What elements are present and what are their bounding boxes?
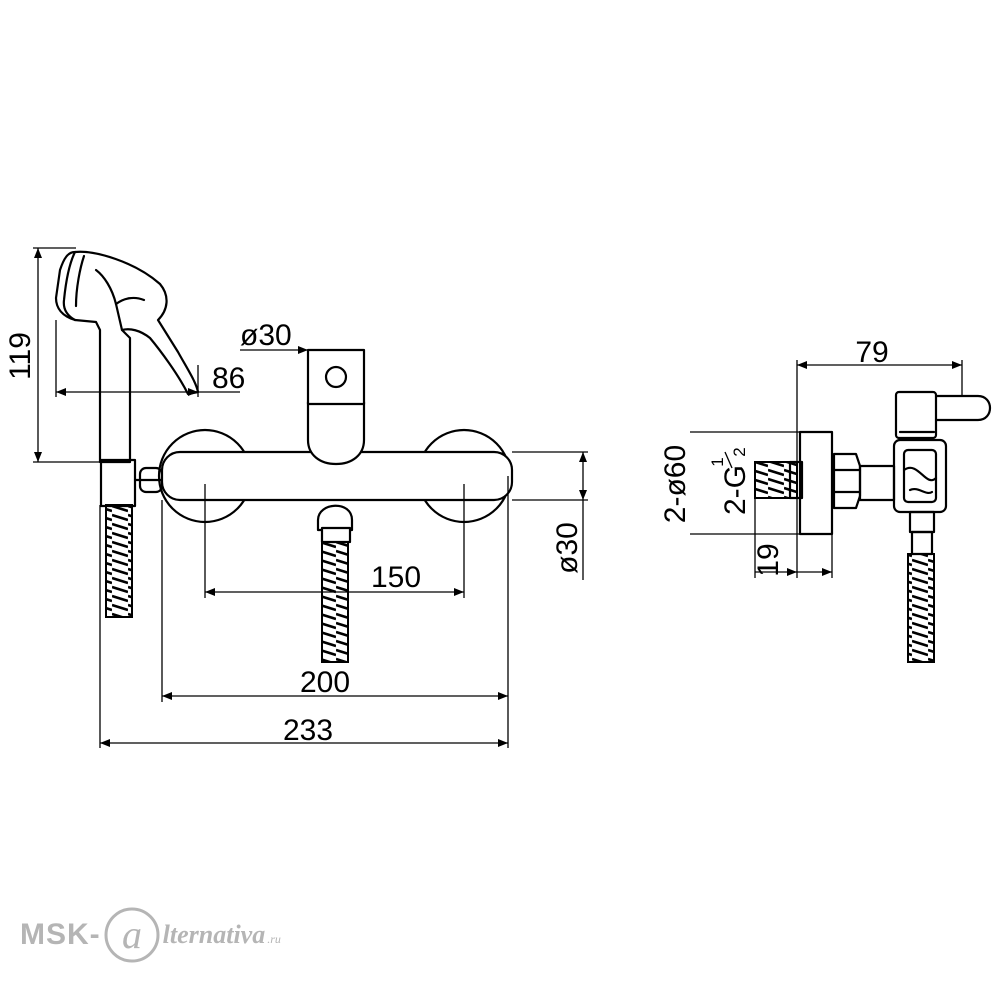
- side-body: [892, 438, 948, 514]
- dim-body-d30: ø30: [551, 522, 584, 574]
- side-flange: [798, 430, 834, 536]
- watermark-suffix: lternativa: [162, 920, 266, 949]
- dim-200: 200: [300, 666, 350, 699]
- side-nut: [832, 452, 862, 510]
- dim-86: 86: [212, 362, 245, 395]
- watermark-logo-icon: a: [104, 907, 160, 963]
- dim-19: 19: [752, 543, 785, 576]
- dim-150: 150: [371, 561, 421, 594]
- side-view: [754, 390, 992, 663]
- dim-119: 119: [4, 332, 37, 380]
- hose-left: [105, 504, 133, 618]
- hose-outlet: [316, 504, 354, 544]
- dim-2-d60: 2-ø60: [659, 445, 692, 523]
- watermark: MSK- a lternativa .ru: [20, 905, 281, 965]
- front-view: [54, 250, 514, 663]
- mixer-lever: [306, 348, 366, 466]
- dim-79: 79: [855, 336, 888, 369]
- side-lever: [894, 390, 992, 440]
- hand-shower: [54, 250, 200, 508]
- watermark-domain: .ru: [267, 931, 281, 946]
- dim-thread-denominator: 2: [730, 447, 749, 456]
- dim-233: 233: [283, 714, 333, 747]
- front-dimensions: 119 86 ø30 ø30 150 200 233: [4, 247, 588, 748]
- hose-center: [321, 541, 349, 663]
- dim-thread-prefix: 2-G: [719, 465, 752, 515]
- side-dimensions: 79 2-ø60 2-G 1 2 19: [659, 336, 963, 578]
- dim-diverter-d30: ø30: [240, 319, 292, 352]
- watermark-prefix: MSK-: [20, 918, 101, 951]
- watermark-logo-letter: a: [122, 912, 142, 957]
- dim-thread-numerator: 1: [708, 457, 727, 466]
- side-hose: [907, 553, 935, 663]
